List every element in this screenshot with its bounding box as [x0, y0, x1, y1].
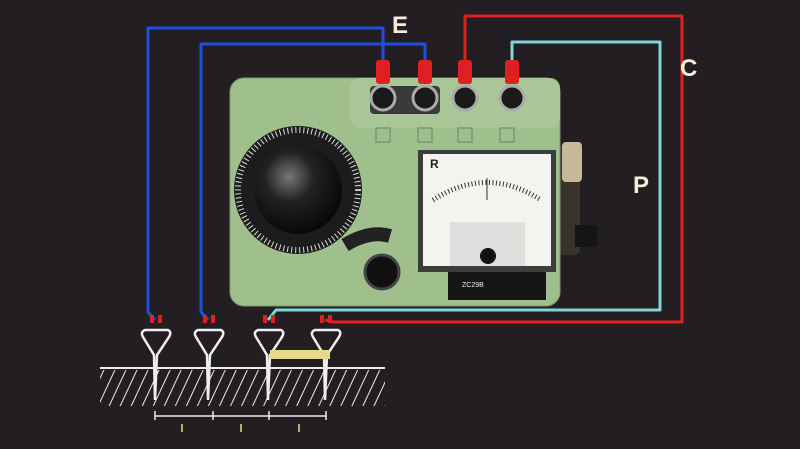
model-number: ZC29B — [462, 282, 484, 289]
wire-p — [266, 40, 662, 321]
label-e: E — [392, 12, 409, 39]
alligator-clips — [150, 315, 332, 323]
nameplate — [448, 272, 546, 300]
ground-spike-c — [310, 328, 342, 401]
ground-spike-e2 — [193, 328, 225, 401]
meter-window — [418, 150, 556, 272]
spacing-dimension — [154, 411, 327, 432]
range-dial[interactable] — [234, 126, 362, 254]
auxiliary-ground-rod-label — [270, 350, 330, 359]
label-p: P — [633, 172, 650, 199]
terminals[interactable] — [369, 60, 526, 114]
hand-crank[interactable] — [558, 142, 597, 255]
wire-e2 — [199, 42, 427, 321]
ground-spike-p — [253, 328, 285, 401]
multiplier-switch[interactable] — [341, 227, 393, 252]
wire-e1 — [146, 26, 385, 321]
adjust-knob[interactable] — [363, 253, 401, 291]
ground-hatch — [100, 367, 385, 406]
ground-spike-e — [140, 328, 172, 401]
resistance-symbol: R — [430, 157, 439, 171]
label-c: C — [680, 55, 698, 82]
